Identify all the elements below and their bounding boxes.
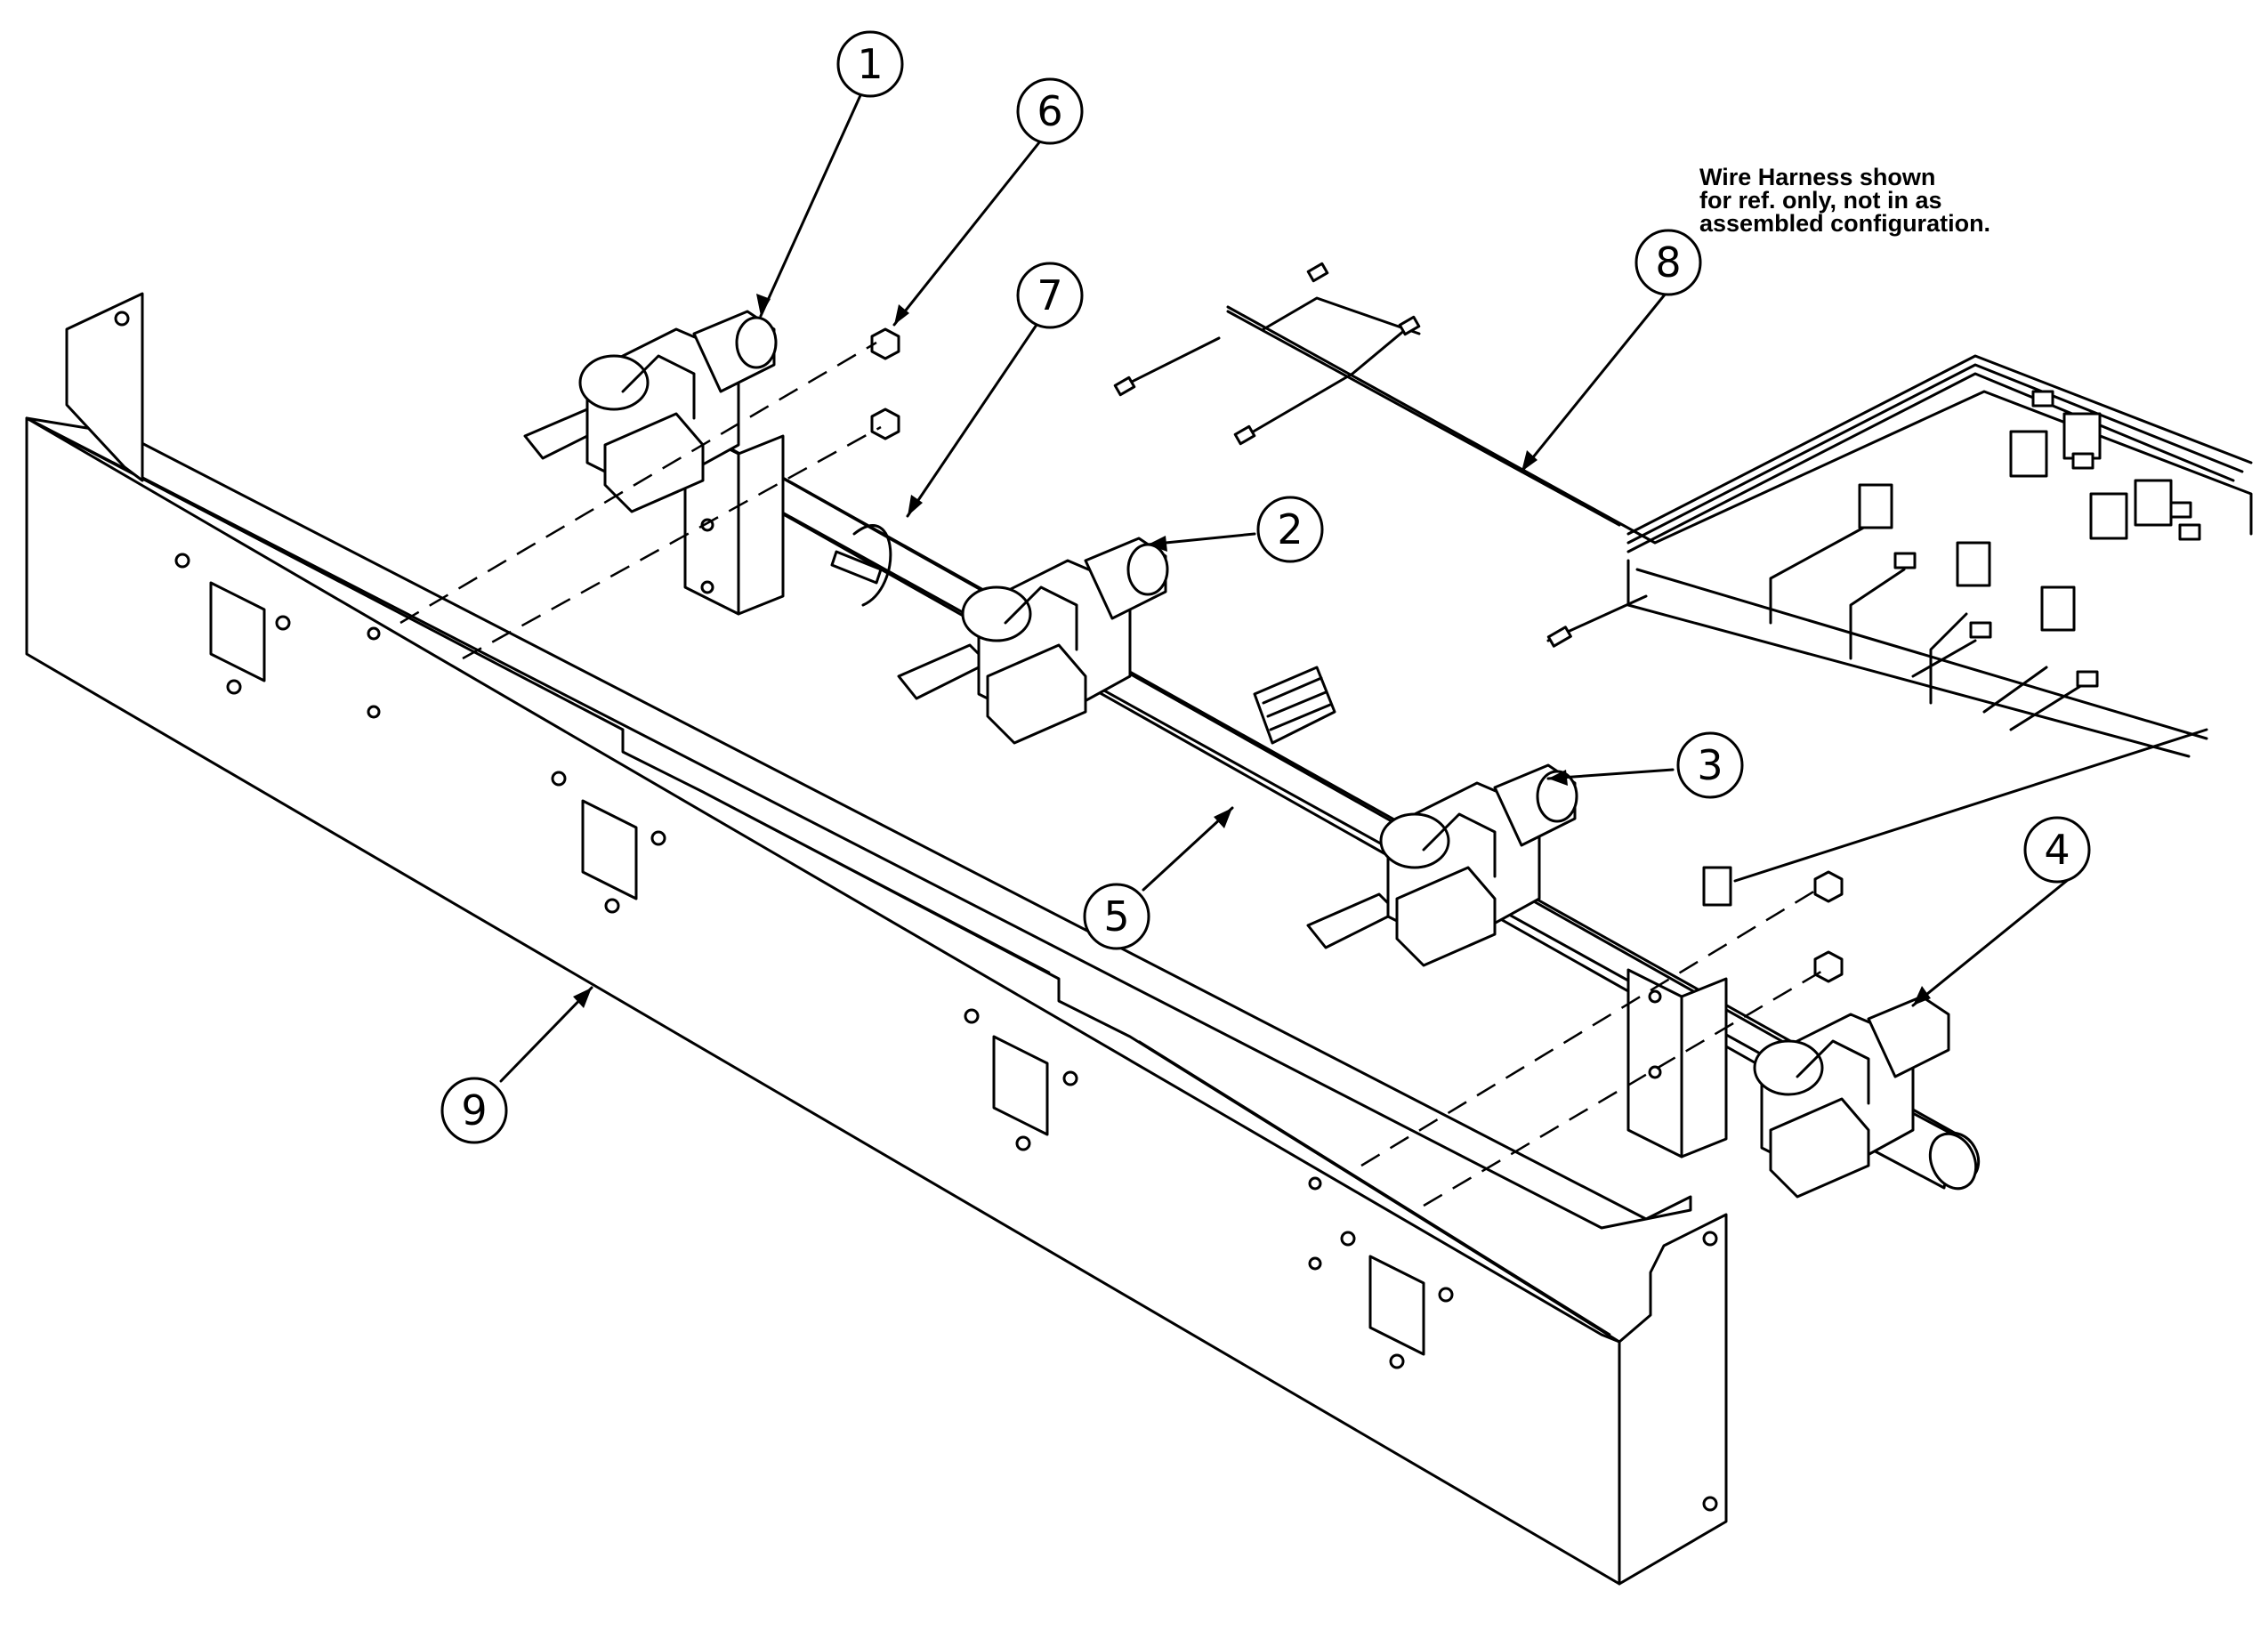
balloon-1-label: 1 <box>857 40 883 88</box>
balloon-4: 4 <box>2023 816 2091 884</box>
note-line-1: Wire Harness shown <box>1699 164 1935 190</box>
balloon-5-label: 5 <box>1103 892 1129 941</box>
balloon-6: 6 <box>1016 77 1084 145</box>
balloon-3-label: 3 <box>1697 741 1723 789</box>
pipe-fitting <box>1253 666 1336 745</box>
balloon-7: 7 <box>1016 262 1084 329</box>
note-line-2: for ref. only, not in as <box>1699 187 1942 214</box>
balloon-3: 3 <box>1676 731 1744 799</box>
nuts <box>870 327 1844 983</box>
leader-lines <box>499 92 2079 1083</box>
valve-1 <box>523 310 778 513</box>
balloon-9: 9 <box>440 1077 508 1144</box>
note-line-3: assembled configuration. <box>1699 210 1990 237</box>
balloon-9-label: 9 <box>461 1086 487 1134</box>
front-panel <box>25 292 1728 1586</box>
harness-note: Wire Harness shown for ref. only, not in… <box>1699 164 1990 237</box>
right-bracket <box>1626 968 1728 1159</box>
assembly-lines <box>400 341 1825 1207</box>
balloon-6-label: 6 <box>1037 87 1062 135</box>
balloon-7-label: 7 <box>1037 271 1062 319</box>
pipe-clamp <box>830 524 892 607</box>
valve-4 <box>1753 995 1950 1199</box>
wire-harness <box>1113 262 2253 907</box>
balloon-5: 5 <box>1083 883 1150 950</box>
balloon-4-label: 4 <box>2044 826 2070 874</box>
balloon-8: 8 <box>1634 229 1702 296</box>
balloon-2: 2 <box>1256 496 1324 563</box>
balloon-1: 1 <box>836 30 904 98</box>
valve-2 <box>897 537 1169 745</box>
valve-3 <box>1306 763 1578 967</box>
balloon-8-label: 8 <box>1655 238 1681 287</box>
balloon-2-label: 2 <box>1277 505 1303 553</box>
